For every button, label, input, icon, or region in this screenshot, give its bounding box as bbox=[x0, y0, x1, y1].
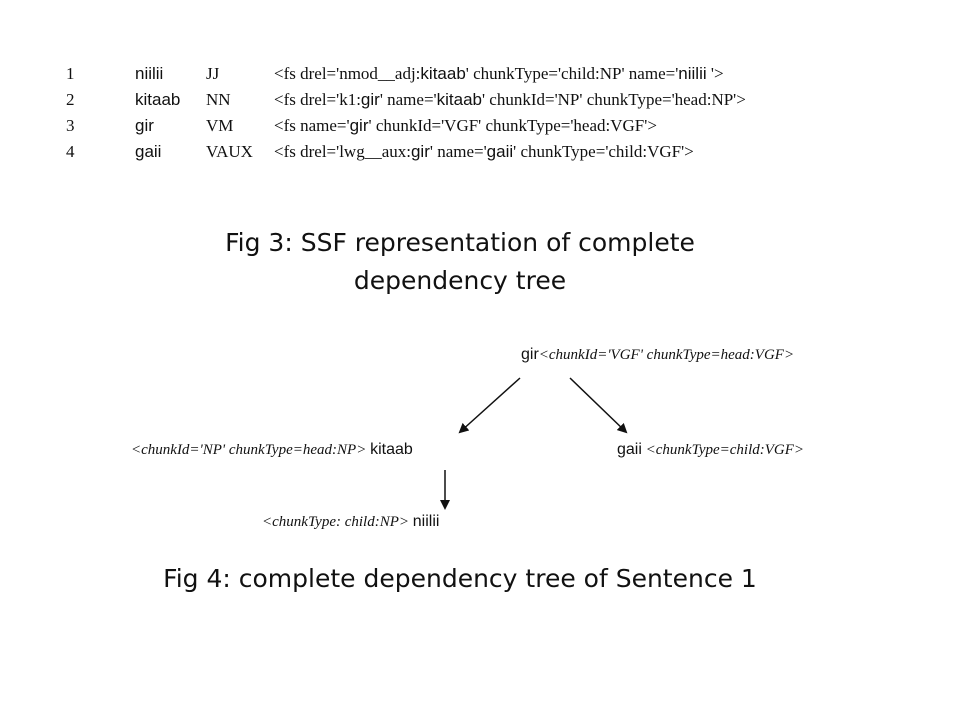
row-number: 4 bbox=[66, 142, 75, 161]
node-root-features: <chunkId='VGF' chunkType=head:VGF> bbox=[538, 347, 795, 363]
fs-segment: kitaab bbox=[436, 90, 482, 109]
row-feature-structure: <fs drel='k1:gir' name='kitaab' chunkId=… bbox=[274, 90, 746, 110]
node-left-word: kitaab bbox=[370, 441, 413, 458]
edge-gir-gaii bbox=[569, 377, 628, 434]
fs-segment: ' chunkType='child:NP' name=' bbox=[465, 64, 679, 83]
fs-segment: '> bbox=[706, 64, 724, 83]
row-pos-tag: VAUX bbox=[206, 142, 253, 161]
node-leaf-features: <chunkType: child:NP> bbox=[262, 514, 410, 530]
fig4-caption: Fig 4: complete dependency tree of Sente… bbox=[163, 564, 757, 593]
node-right: gaii <chunkType=child:VGF> bbox=[617, 441, 804, 459]
fs-segment: <fs drel='lwg__aux: bbox=[274, 142, 411, 161]
node-left: <chunkId='NP' chunkType=head:NP> kitaab bbox=[131, 441, 413, 459]
fs-segment: <fs drel='k1: bbox=[274, 90, 361, 109]
node-leaf-word: niilii bbox=[412, 513, 440, 530]
node-root: gir<chunkId='VGF' chunkType=head:VGF> bbox=[521, 346, 794, 364]
row-pos-tag: VM bbox=[206, 116, 234, 135]
fs-segment: gaii bbox=[486, 142, 514, 161]
row-word: niilii bbox=[135, 64, 164, 83]
row-number: 3 bbox=[66, 116, 75, 135]
fig3-caption-line1: Fig 3: SSF representation of complete bbox=[225, 228, 695, 257]
node-right-features: <chunkType=child:VGF> bbox=[645, 442, 805, 458]
row-number: 2 bbox=[66, 90, 75, 109]
row-pos-tag: JJ bbox=[206, 64, 220, 83]
fs-segment: <fs name=' bbox=[274, 116, 350, 135]
fs-segment: <fs drel='nmod__adj: bbox=[274, 64, 421, 83]
fs-segment: ' chunkId='VGF' chunkType='head:VGF'> bbox=[368, 116, 657, 135]
row-word: gir bbox=[135, 116, 154, 135]
fs-segment: ' chunkType='child:VGF'> bbox=[513, 142, 694, 161]
fs-segment: gir bbox=[349, 116, 369, 135]
row-number: 1 bbox=[66, 64, 75, 83]
node-root-word: gir bbox=[521, 346, 539, 363]
edge-gir-kitaab bbox=[458, 377, 521, 434]
fs-segment: ' name=' bbox=[429, 142, 487, 161]
fig3-caption-line2: dependency tree bbox=[353, 266, 567, 295]
row-feature-structure: <fs name='gir' chunkId='VGF' chunkType='… bbox=[274, 116, 657, 136]
fs-segment: gir bbox=[360, 90, 380, 109]
row-pos-tag: NN bbox=[206, 90, 231, 109]
fs-segment: ' chunkId='NP' chunkType='head:NP'> bbox=[481, 90, 746, 109]
fs-segment: gir bbox=[410, 142, 430, 161]
node-right-word: gaii bbox=[617, 441, 642, 458]
row-word: gaii bbox=[135, 142, 162, 161]
node-leaf: <chunkType: child:NP> niilii bbox=[262, 513, 439, 531]
row-word: kitaab bbox=[135, 90, 181, 109]
row-feature-structure: <fs drel='lwg__aux:gir' name='gaii' chun… bbox=[274, 142, 694, 162]
fs-segment: kitaab bbox=[420, 64, 466, 83]
fs-segment: ' name=' bbox=[379, 90, 437, 109]
fs-segment: niilii bbox=[678, 64, 707, 83]
row-feature-structure: <fs drel='nmod__adj:kitaab' chunkType='c… bbox=[274, 64, 724, 84]
fig3-caption: Fig 3: SSF representation of complete de… bbox=[100, 224, 820, 300]
node-left-features: <chunkId='NP' chunkType=head:NP> bbox=[131, 442, 367, 458]
